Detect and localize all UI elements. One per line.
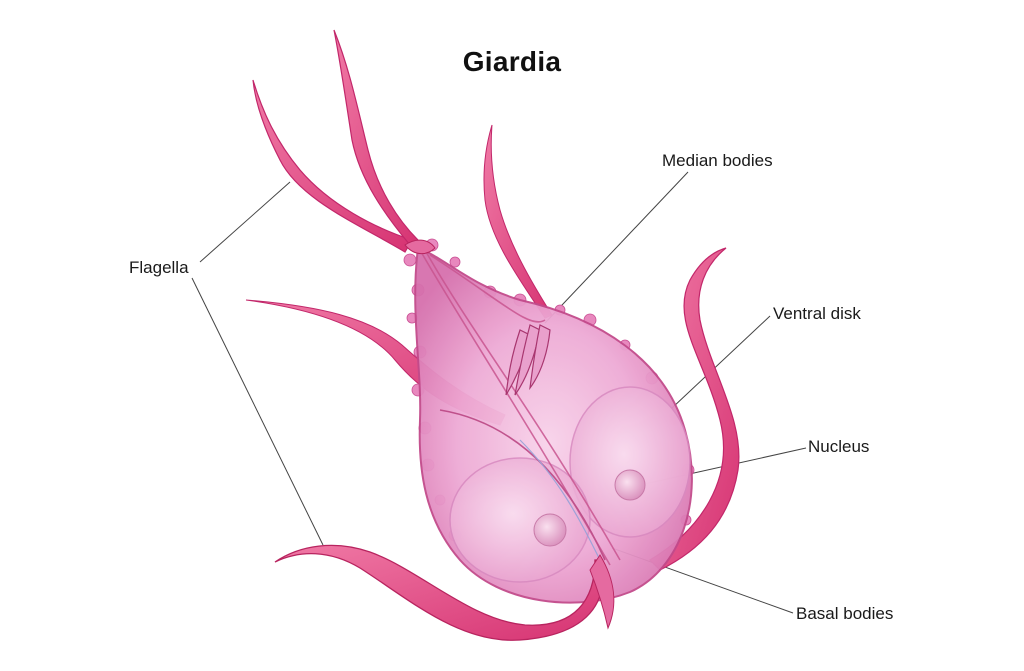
nucleus-left: [533, 513, 567, 547]
leader-flagella-upper: [199, 181, 291, 263]
label-flagella: Flagella: [129, 258, 189, 277]
leader-median-bodies: [544, 171, 689, 324]
flagellum-bottom: [274, 544, 604, 641]
nucleus-right: [614, 469, 646, 501]
flagellum-upper-tall: [333, 29, 419, 246]
label-basal-bodies: Basal bodies: [796, 604, 894, 623]
anterior-tip: [404, 239, 436, 255]
diagram-title: Giardia: [462, 46, 562, 77]
flagellum-right: [649, 247, 740, 571]
leader-flagella-lower: [191, 277, 324, 546]
flagellum-middle: [483, 124, 553, 319]
ventral-disk-left: [449, 457, 591, 583]
flagellum-upper-left: [252, 79, 413, 253]
label-ventral-disk: Ventral disk: [773, 304, 861, 323]
ventral-disk-right: [569, 386, 691, 538]
leader-ventral-disk: [671, 315, 771, 409]
label-nucleus: Nucleus: [808, 437, 870, 456]
label-median-bodies: Median bodies: [662, 151, 773, 170]
median-bodies: [505, 324, 551, 396]
cell-tail: [589, 554, 615, 630]
